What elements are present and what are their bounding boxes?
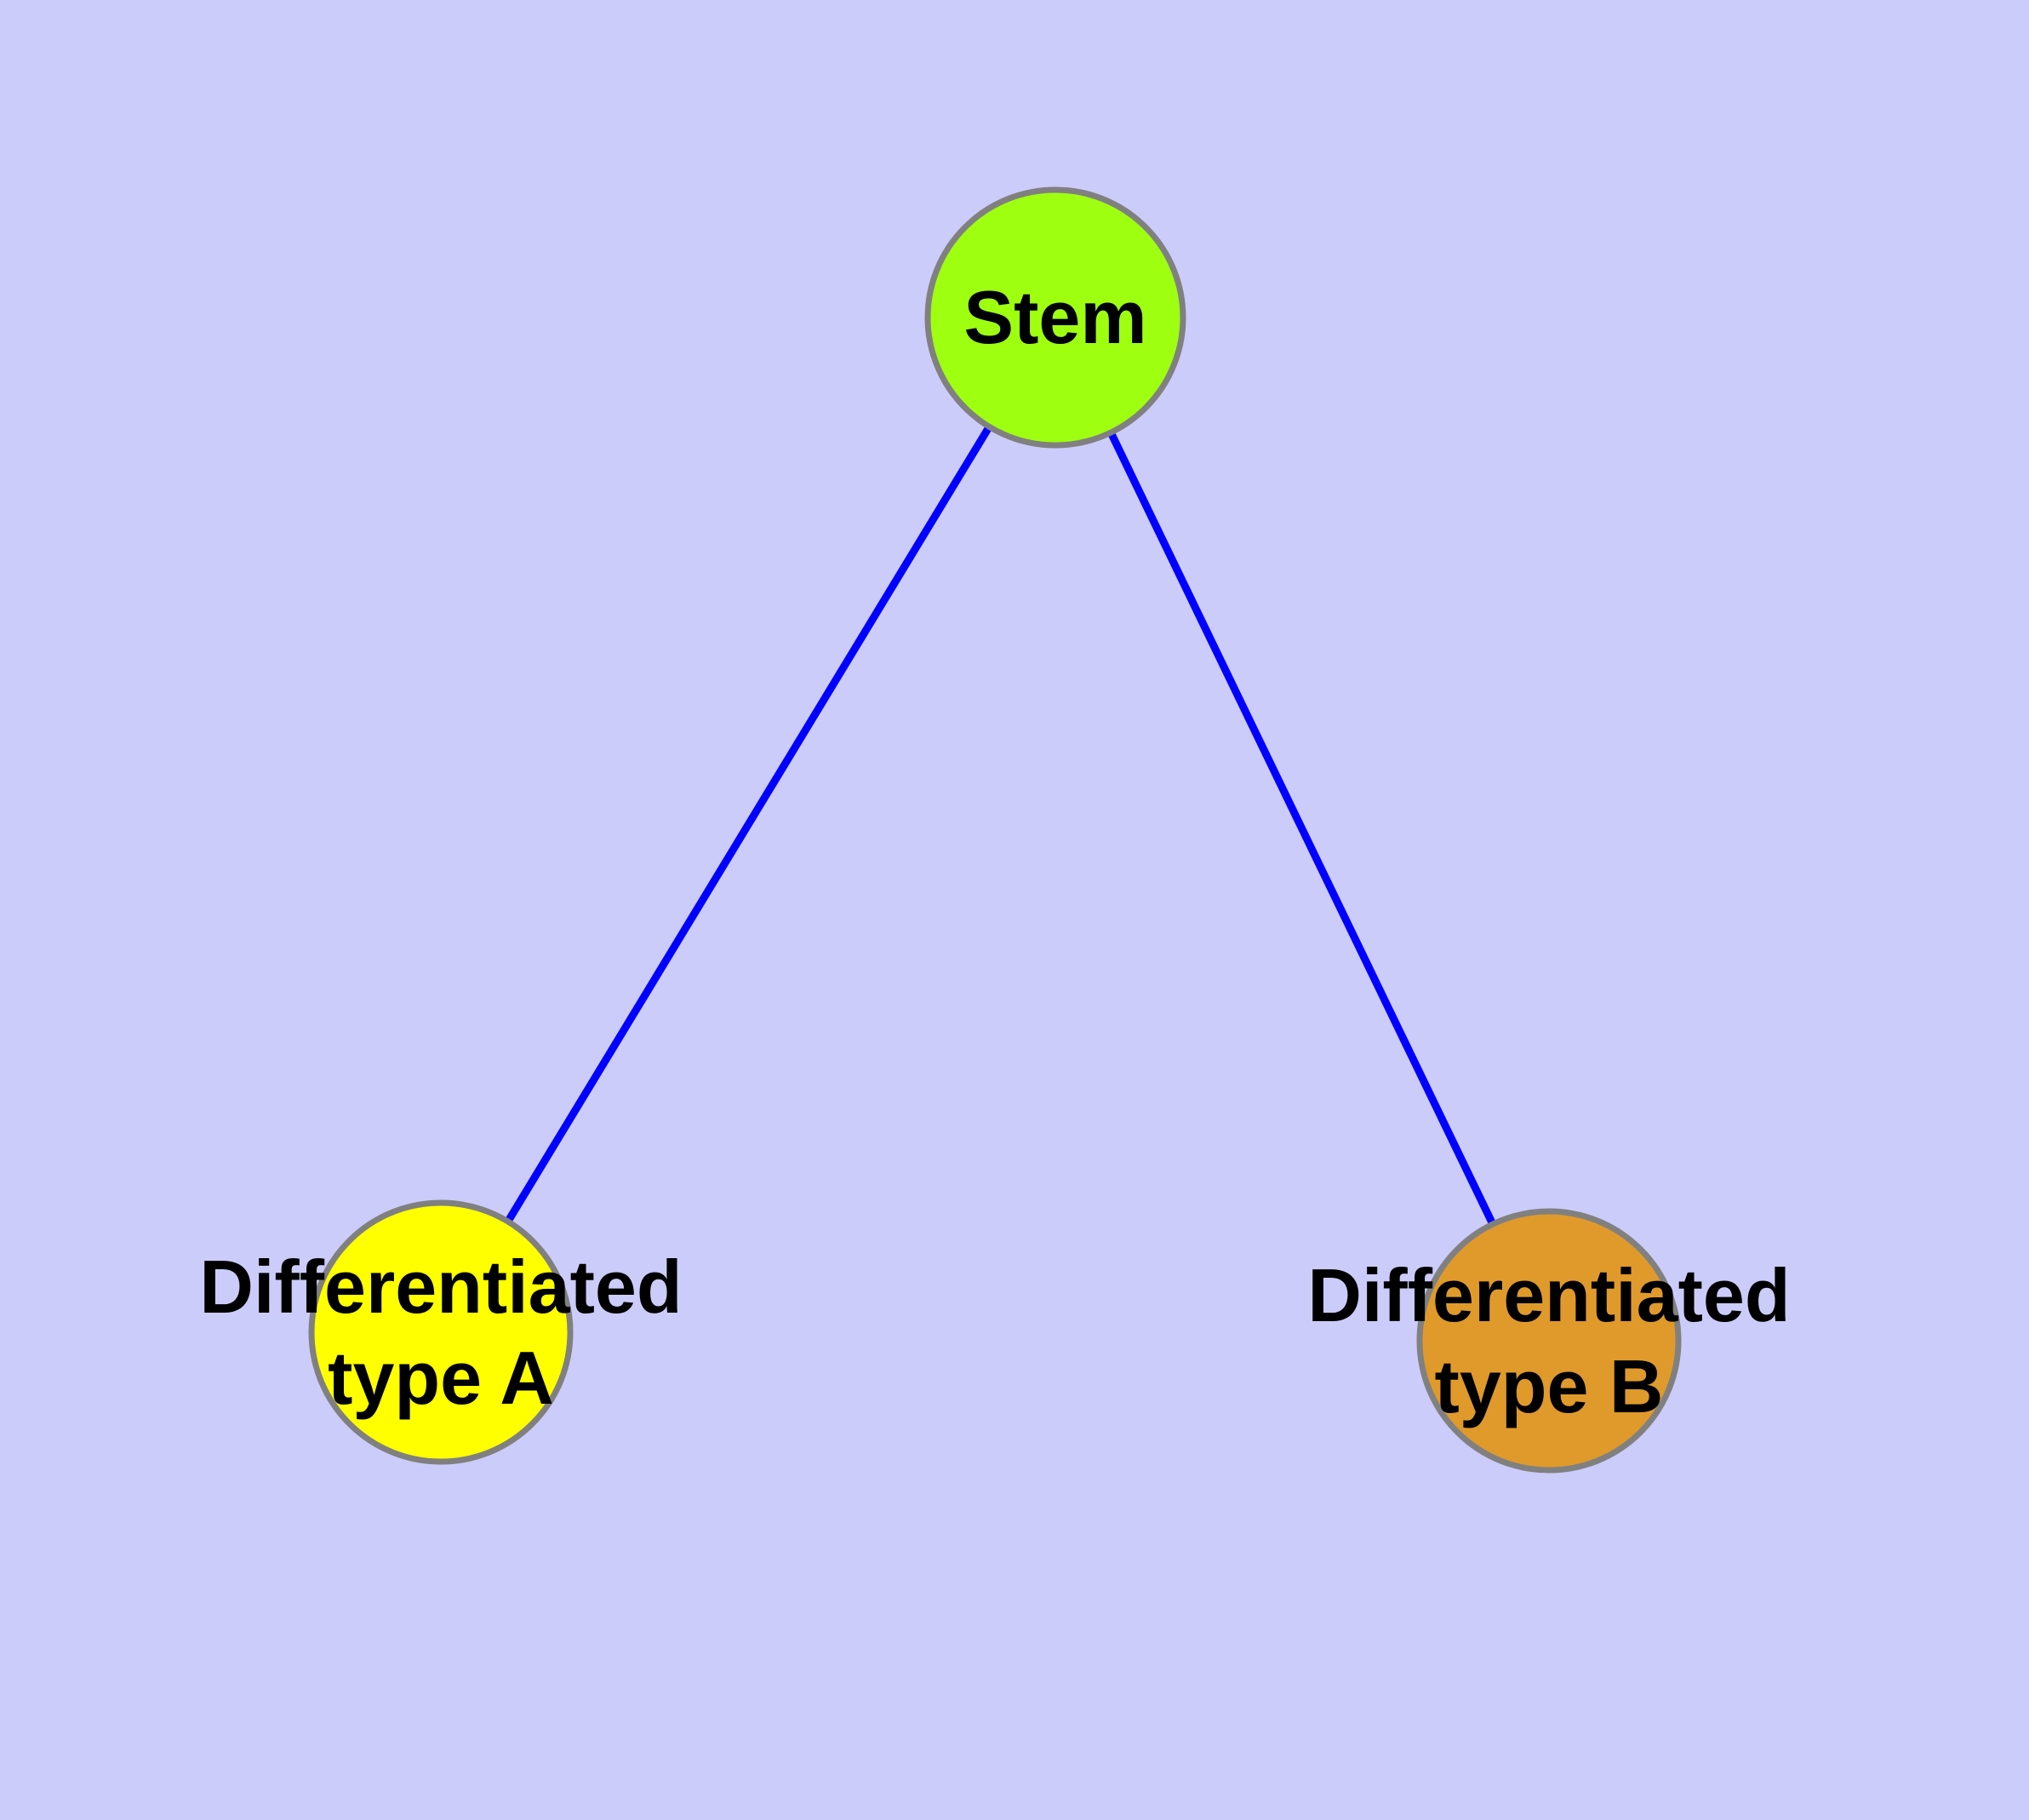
node-stem[interactable] — [924, 186, 1186, 449]
edge-layer — [437, 315, 1553, 1342]
node-differentiated-type-b[interactable] — [1416, 1208, 1682, 1474]
node-layer — [308, 186, 1682, 1474]
edge-stem-to-differentiated-type-b[interactable] — [1051, 316, 1553, 1342]
node-differentiated-type-a[interactable] — [308, 1199, 574, 1465]
edge-stem-to-differentiated-type-a[interactable] — [437, 315, 1059, 1335]
